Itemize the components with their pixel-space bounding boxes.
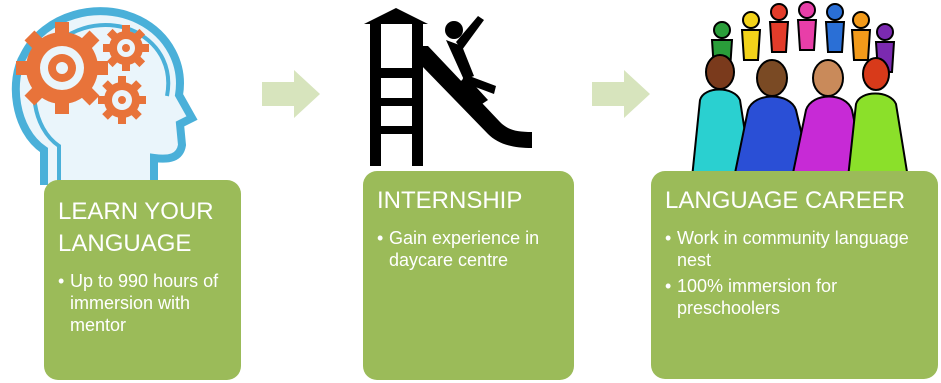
bullet-item: Work in community language nest (665, 227, 926, 271)
bullet-item: Up to 990 hours of immersion with mentor (58, 270, 229, 336)
step-card-learn: LEARN YOUR LANGUAGE Up to 990 hours of i… (44, 180, 241, 380)
bullet-item: Gain experience in daycare centre (377, 227, 562, 271)
step-card-career: LANGUAGE CAREER Work in community langua… (651, 171, 938, 379)
brain-gears-icon (4, 0, 204, 185)
step-bullets: Up to 990 hours of immersion with mentor (58, 270, 229, 336)
step-card-internship: INTERNSHIP Gain experience in daycare ce… (363, 171, 574, 380)
arrow-right-icon (592, 70, 650, 123)
people-circle-icon (690, 0, 910, 179)
step-bullets: Gain experience in daycare centre (377, 227, 562, 271)
arrow-right-icon (262, 70, 320, 123)
step-title: LANGUAGE CAREER (665, 187, 906, 214)
step-title: LEARN YOUR LANGUAGE (58, 198, 214, 257)
step-bullets: Work in community language nest 100% imm… (665, 227, 926, 319)
step-title: INTERNSHIP (377, 187, 523, 214)
bullet-item: 100% immersion for preschoolers (665, 275, 926, 319)
playground-slide-icon (362, 6, 532, 166)
